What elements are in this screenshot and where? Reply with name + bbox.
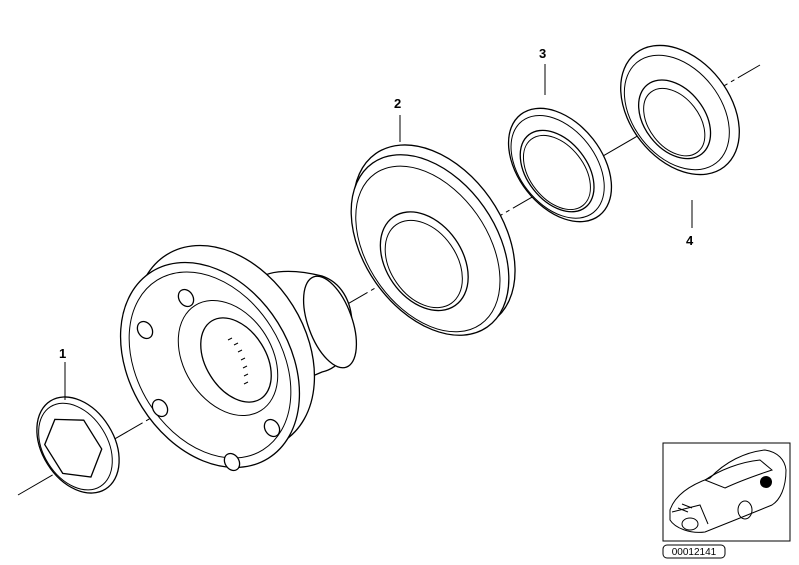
- reference-code: 00012141: [672, 547, 717, 558]
- bolt-holes: [136, 288, 281, 472]
- reference-code-badge: 00012141: [662, 544, 726, 559]
- part-2-flange-cover: [350, 144, 516, 336]
- locator-dot: [760, 476, 772, 488]
- spline-teeth: [227, 337, 249, 385]
- car-outline: [669, 449, 787, 533]
- callout-4: 4: [686, 233, 694, 248]
- callout-3: 3: [539, 46, 546, 61]
- part-4-seal: [620, 44, 740, 176]
- callout-1: 1: [59, 346, 66, 361]
- part-3-ring: [507, 107, 613, 223]
- flange-hub: [119, 244, 358, 472]
- leader-lines: [64, 64, 693, 400]
- callout-2: 2: [394, 96, 401, 111]
- part-1-hex-ring: [36, 396, 120, 494]
- vehicle-locator-thumbnail: [662, 442, 791, 542]
